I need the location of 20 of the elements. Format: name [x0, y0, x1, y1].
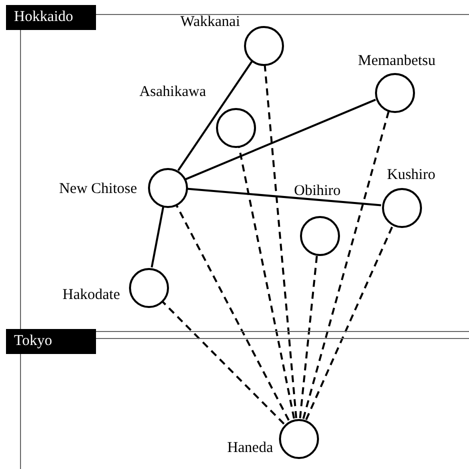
- dashed-route-line: [299, 254, 318, 418]
- region-label: Hokkaido: [6, 5, 96, 30]
- route-line: [150, 206, 164, 268]
- airport-name: Haneda: [227, 439, 273, 457]
- route-line: [177, 61, 253, 171]
- airport-name: Kushiro: [387, 166, 436, 184]
- dashed-route-line: [161, 300, 285, 425]
- airport-name: Asahikawa: [139, 83, 206, 101]
- dashed-route-line: [264, 64, 298, 418]
- region-label: Tokyo: [6, 329, 96, 354]
- dashed-route-line: [175, 204, 290, 421]
- dashed-route-line: [302, 111, 390, 419]
- airport-name: Memanbetsu: [358, 52, 436, 70]
- airport-name: New Chitose: [59, 180, 137, 198]
- dashed-route-line: [305, 224, 394, 420]
- airport-name: Wakkanai: [180, 13, 240, 31]
- airport-name: Hakodate: [62, 286, 120, 304]
- airport-name: Obihiro: [294, 182, 341, 200]
- route-line: [185, 98, 376, 180]
- route-line: [186, 188, 382, 206]
